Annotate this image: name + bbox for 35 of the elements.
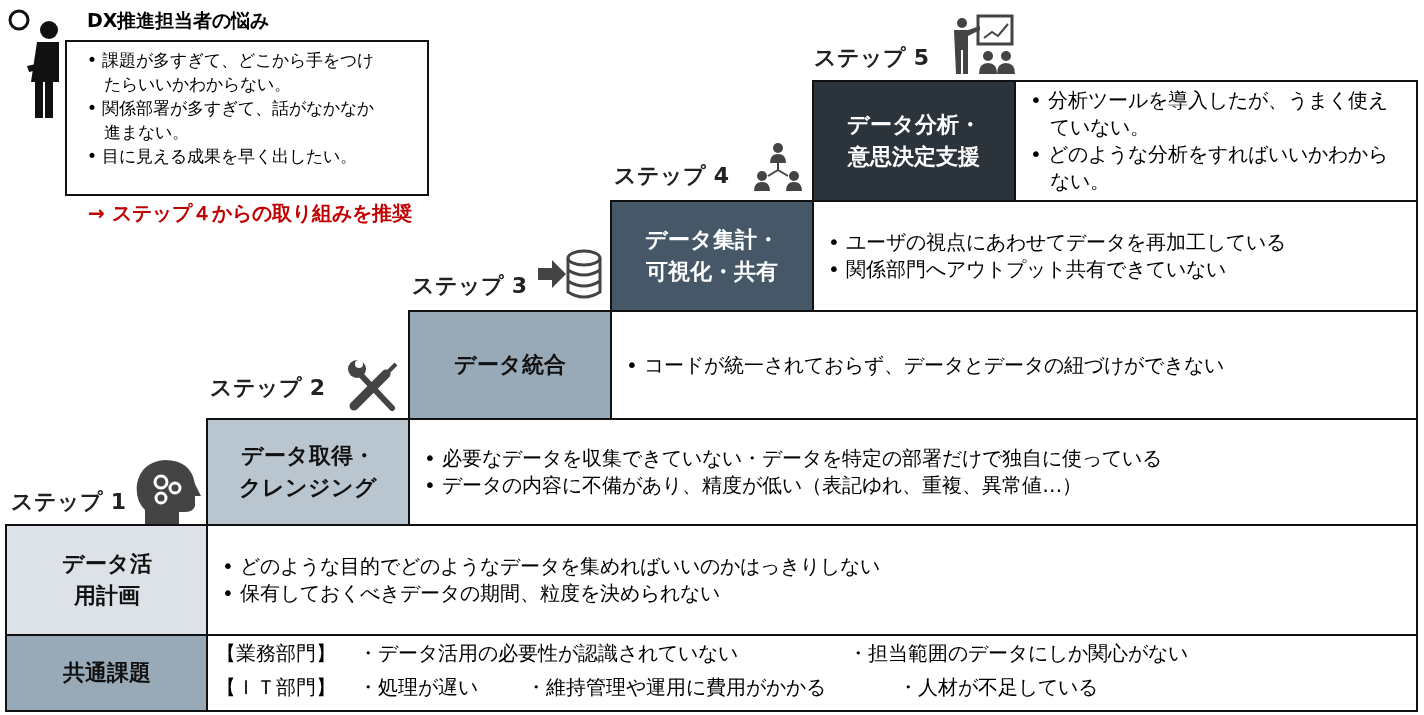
issue-text: ・処理が遅い: [358, 674, 478, 701]
step-title: データ活用計画: [60, 550, 153, 610]
step-title: データ分析・意思決定支援: [846, 111, 982, 171]
step-label: ステップ 3: [412, 272, 527, 300]
step-title: データ取得・クレンジング: [238, 442, 378, 502]
step-title: データ集計・可視化・共有: [644, 226, 780, 286]
step-title: データ統合: [454, 351, 566, 379]
step-header-cell: [5, 634, 208, 712]
step-label: ステップ 2: [210, 374, 325, 402]
issue-text: ・データ活用の必要性が認識されていない: [358, 640, 738, 667]
issue-cell: [1014, 80, 1418, 202]
step-label: ステップ 4: [614, 162, 729, 190]
bullet-text: • 関係部署が多すぎて、話がなかなか進まない。: [87, 97, 376, 144]
issue-text: ・担当範囲のデータにしか関心がない: [848, 640, 1188, 667]
step-label: ステップ 5: [814, 44, 929, 72]
bullet-text: • コードが統一されておらず、データとデータの紐づけができない: [626, 351, 1226, 379]
bullet-text: • 分析ツールを導入したが、うまく使えていない。: [1030, 87, 1390, 141]
issue-cell: [206, 634, 1418, 712]
bullet-text: • どのような目的でどのようなデータを集めればいいのかはっきりしない: [222, 553, 882, 580]
bullet-text: • 課題が多すぎて、どこから手をつけたらいいかわからない。: [87, 49, 376, 96]
recommendation-text: → ステップ４からの取り組みを推奨: [88, 200, 412, 227]
issue-text: ・人材が不足している: [898, 674, 1098, 701]
bullet-text: • 必要なデータを収集できていない・データを特定の部署だけで独自に使っている: [424, 445, 1164, 472]
bullet-text: • 関係部門へアウトプット共有できていない: [828, 256, 1228, 283]
issue-text: 【業務部門】: [216, 640, 336, 667]
issue-text: 【ＩＴ部門】: [216, 674, 336, 701]
issue-text: ・維持管理や運用に費用がかかる: [526, 674, 826, 701]
bullet-text: • ユーザの視点にあわせてデータを再加工している: [828, 229, 1288, 256]
bullet-text: • 保有しておくべきデータの期間、粒度を決められない: [222, 580, 722, 607]
bullet-text: • データの内容に不備があり、精度が低い（表記ゆれ、重複、異常値…）: [424, 472, 1084, 499]
step-label: ステップ 1: [11, 488, 126, 516]
step-title: 共通課題: [62, 659, 151, 687]
bullet-text: • どのような分析をすればいいかわからない。: [1030, 141, 1390, 195]
heading-text: DX推進担当者の悩み: [87, 8, 270, 33]
bullet-text: • 目に見える成果を早く出したい。: [87, 145, 359, 168]
